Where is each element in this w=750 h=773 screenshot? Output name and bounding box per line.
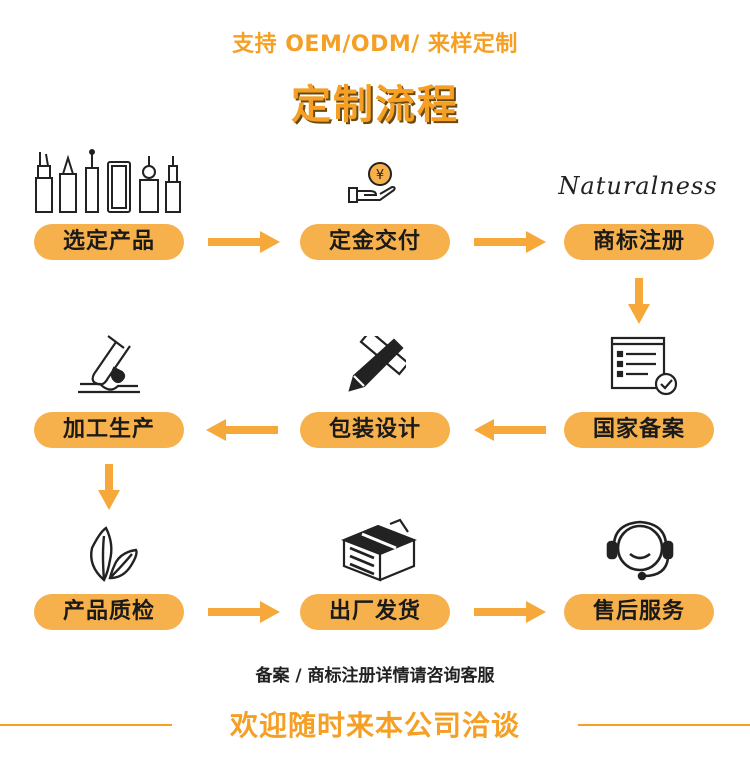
headset-support-icon [606,520,674,581]
pencil-ruler-icon [348,336,406,392]
step-production: 加工生产 [34,412,184,448]
subtitle: 支持 OEM/ODM/ 来样定制 [232,32,518,57]
leaf-sprout-icon [90,526,138,582]
payment-coin-hand-icon: ¥ [348,162,396,203]
arrow-down-icon [628,278,650,324]
arrow-right-icon [474,231,546,253]
arrow-left-icon [474,419,546,441]
consult-note: 备案 / 商标注册详情请咨询客服 [255,666,495,686]
step-filing: 国家备案 [564,412,714,448]
checklist-document-icon [610,336,678,396]
step-deposit: 定金交付 [300,224,450,260]
footer-divider-right [578,724,750,726]
page-title: 定制流程 [291,82,459,128]
svg-text:¥: ¥ [376,168,384,183]
arrow-right-icon [208,231,280,253]
arrow-left-icon [206,419,278,441]
arrow-down-icon [98,464,120,510]
footer-divider-left [0,724,172,726]
step-shipping: 出厂发货 [300,594,450,630]
step-trademark: 商标注册 [564,224,714,260]
step-select-product: 选定产品 [34,224,184,260]
shipping-boxes-icon [341,518,417,582]
step-after-sales: 售后服务 [564,594,714,630]
test-tube-drop-icon [78,335,140,394]
product-bottles-icon [35,149,181,213]
step-quality-check: 产品质检 [34,594,184,630]
step-packaging-design: 包装设计 [300,412,450,448]
arrow-right-icon [208,601,280,623]
brand-wordmark: Naturalness [558,172,718,200]
arrow-right-icon [474,601,546,623]
footer-slogan: 欢迎随时来本公司洽谈 [229,709,520,742]
